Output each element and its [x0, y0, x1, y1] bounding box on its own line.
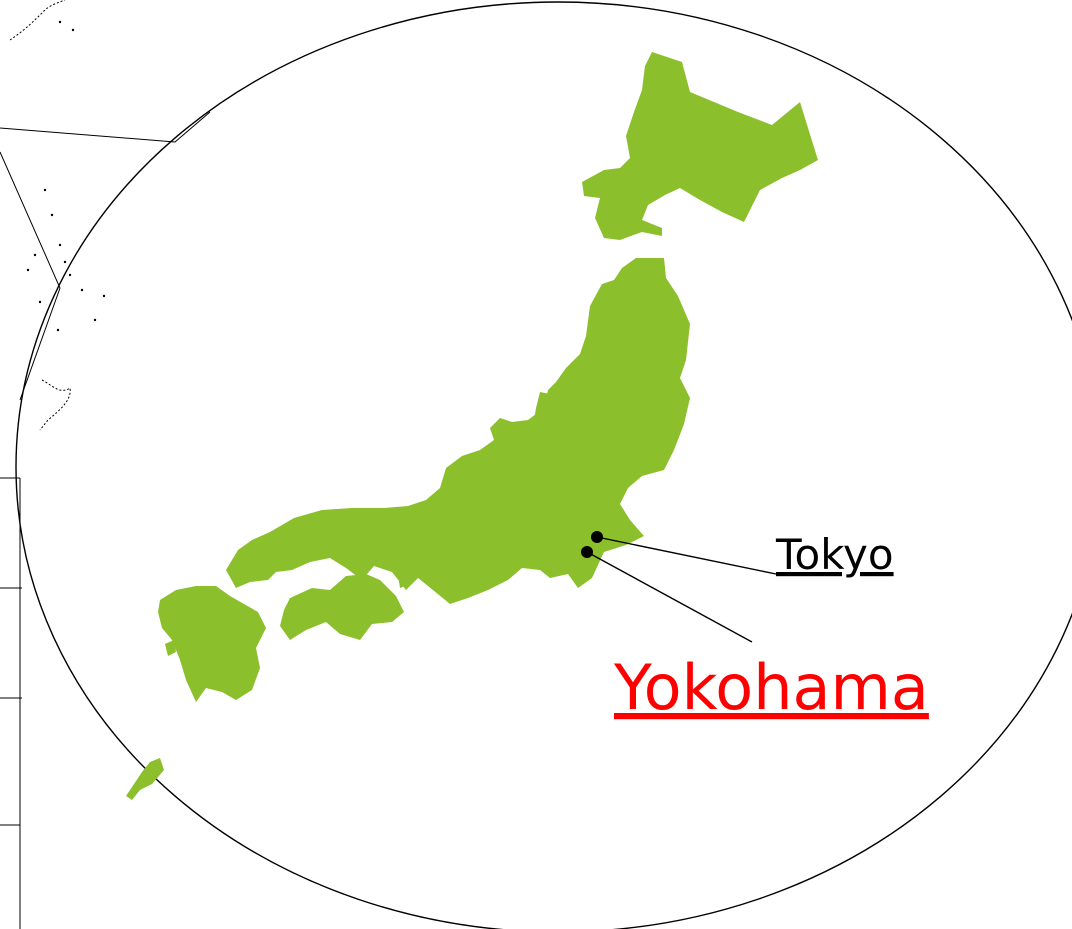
hokkaido — [582, 52, 818, 240]
small-island — [165, 640, 176, 656]
sado-island — [526, 446, 540, 464]
awaji-island — [398, 570, 410, 588]
highlight-circle — [15, 1, 1072, 929]
honshu — [226, 258, 690, 604]
yokohama-marker[interactable] — [581, 546, 753, 643]
yokohama-leader-line — [586, 551, 753, 643]
okinawa — [126, 758, 164, 800]
noto-peninsula — [534, 392, 552, 422]
tokyo-label[interactable]: Tokyo — [775, 530, 894, 579]
yokohama-dot[interactable] — [581, 546, 593, 558]
yokohama-label[interactable]: Yokohama — [613, 651, 929, 724]
background-outline-map — [0, 0, 211, 929]
tokyo-leader-line — [596, 536, 777, 575]
shikoku — [280, 574, 404, 640]
tokyo-dot[interactable] — [591, 531, 603, 543]
kyushu — [158, 586, 266, 702]
japan-landmass — [126, 52, 818, 800]
island-dots — [26, 20, 106, 332]
tokyo-marker[interactable] — [591, 531, 777, 575]
